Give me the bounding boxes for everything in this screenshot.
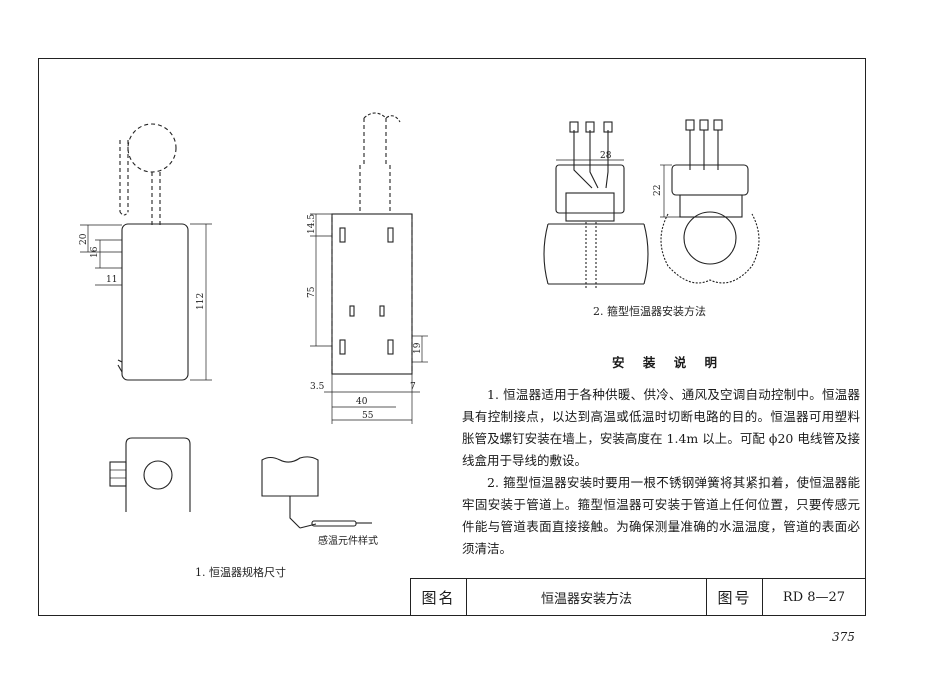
dimension-labels-back: 14.5 75 19 3.5 7 40 55 [307, 214, 423, 421]
thermostat-front-view [80, 123, 212, 381]
drawing-name-label: 图名 [411, 579, 467, 616]
dim-3-5: 3.5 [310, 382, 325, 392]
clamp-thermostat-side-view [543, 121, 649, 288]
dim-16: 16 [90, 246, 100, 258]
dim-11: 11 [106, 275, 117, 285]
note-paragraph-1: 1. 恒温器适用于各种供暖、供冷、通风及空调自动控制中。恒温器具有控制接点，以达… [462, 387, 860, 468]
drawing-number-value: RD 8—27 [782, 590, 846, 605]
dim-75: 75 [307, 286, 317, 298]
title-block: 图名 恒温器安装方法 图号 RD 8—27 [410, 578, 866, 616]
dim-19: 19 [413, 342, 423, 354]
dim-14-5: 14.5 [307, 214, 317, 234]
sensor-element-drawing [261, 456, 372, 529]
drawing-frame [38, 58, 866, 616]
drawing-number-label: 图号 [707, 579, 763, 616]
dim-112: 112 [196, 293, 206, 310]
dim-40: 40 [356, 397, 368, 407]
figure2-labels: 28 22 2. 箍型恒温器安装方法 [593, 151, 706, 318]
dim-22: 22 [653, 185, 663, 196]
thermostat-back-view [310, 112, 428, 424]
figure1-caption: 1. 恒温器规格尺寸 [195, 565, 286, 579]
thermostat-top-view [109, 437, 191, 512]
dim-20: 20 [79, 233, 89, 245]
clamp-thermostat-end-view [660, 119, 760, 284]
notes-title: 安 装 说 明 [612, 355, 725, 370]
installation-notes: 1. 恒温器适用于各种供暖、供冷、通风及空调自动控制中。恒温器具有控制接点，以达… [462, 384, 860, 560]
page-number: 375 [832, 630, 855, 644]
sensor-caption: 感温元件样式 [318, 534, 378, 547]
note-paragraph-2: 2. 箍型恒温器安装时要用一根不锈钢弹簧将其紧扣着，使恒温器能牢固安装于管道上。… [462, 475, 860, 556]
dimension-labels-front: 20 16 11 112 [79, 233, 206, 310]
figure2-caption: 2. 箍型恒温器安装方法 [593, 304, 706, 318]
drawing-name-value: 恒温器安装方法 [467, 579, 707, 616]
dim-55: 55 [362, 411, 374, 421]
dim-7: 7 [410, 382, 416, 392]
dim-28: 28 [600, 151, 612, 161]
figure1-captions: 感温元件样式 1. 恒温器规格尺寸 [195, 534, 378, 579]
